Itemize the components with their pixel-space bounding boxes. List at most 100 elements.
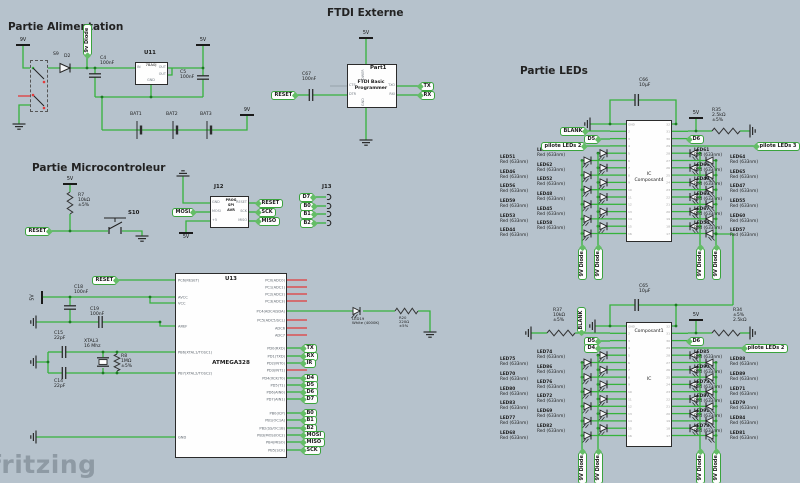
net-flag[interactable]: BLANK: [576, 307, 586, 333]
led-name: LED85: [694, 350, 710, 355]
led-driver-top-body[interactable]: [626, 120, 672, 242]
net-flag[interactable]: IR: [303, 358, 316, 368]
net-flag[interactable]: B1: [300, 209, 315, 219]
wire: [122, 230, 143, 236]
net-flag[interactable]: 9V Diode: [695, 451, 705, 483]
net-flag[interactable]: D6: [689, 336, 704, 346]
pin-label: PC1(ADC1): [265, 286, 285, 290]
ground-icon: [749, 124, 756, 138]
pin-label: 25: [666, 173, 670, 177]
led-type: Red (633nm): [694, 354, 722, 360]
led-driver-bottom-body[interactable]: [626, 322, 672, 447]
component-label: R20: [399, 315, 407, 320]
diode-icon: [59, 62, 72, 74]
net-flag[interactable]: MISO: [258, 216, 280, 226]
led-name: LED78: [694, 424, 710, 429]
net-flag[interactable]: RESET: [271, 90, 296, 100]
component-label: C18: [74, 285, 84, 290]
wire: [102, 115, 248, 131]
net-flag[interactable]: RESET: [258, 198, 283, 208]
led-type: Red (633nm): [500, 232, 528, 238]
component-label: MOSI: [212, 209, 221, 213]
pin-label: PD2(INT0): [267, 362, 286, 366]
net-flag[interactable]: BLANK: [560, 126, 586, 136]
resistor-icon: [394, 307, 419, 315]
switch-s10: [108, 221, 123, 230]
led-label: LED45 Red (633nm): [537, 207, 565, 217]
led-type: Red (633nm): [694, 413, 722, 419]
led-label: LED60 Red (633nm): [730, 214, 758, 224]
component-label: LED19: [352, 316, 365, 321]
net-flag[interactable]: pilote LEDs 3: [756, 141, 800, 151]
net-flag[interactable]: 9V Diode: [711, 451, 721, 483]
ftdi-programmer-body[interactable]: [347, 64, 397, 108]
net-flag[interactable]: 9V Diode: [593, 451, 603, 483]
switch-s9-body[interactable]: [30, 60, 48, 112]
regulator-u11-body[interactable]: [135, 62, 168, 85]
wire: [418, 310, 431, 332]
led-label: LED49 Red (633nm): [694, 177, 722, 187]
pin-label: PC2(ADC2): [265, 293, 285, 297]
pin-label: 17: [666, 434, 670, 438]
component-label: 22pF: [54, 384, 66, 389]
component-label: DTR: [349, 92, 357, 96]
pin-label: GND: [628, 324, 636, 328]
icsp-j12-body[interactable]: [210, 196, 249, 228]
net-flag[interactable]: D6: [689, 134, 704, 144]
net-flag[interactable]: D7: [303, 394, 318, 404]
led-label: LED91 Red (633nm): [694, 409, 722, 419]
component-label: IC: [646, 377, 652, 382]
power-bar: [689, 319, 703, 321]
junction-dot: [694, 331, 698, 335]
net-flag[interactable]: RESET: [25, 226, 50, 236]
net-flag[interactable]: SCK: [258, 207, 277, 217]
led-type: Red (633nm): [537, 167, 565, 173]
led-label: LED62 Red (633nm): [537, 163, 565, 173]
led-icon: [598, 177, 608, 190]
pin-label: PD1(TXD): [268, 355, 286, 359]
component-label: 100nF: [100, 61, 115, 66]
pin-label: 24: [666, 383, 670, 387]
wire: [18, 104, 30, 124]
net-flag[interactable]: 9V Diode: [577, 247, 587, 280]
net-flag[interactable]: RESET: [92, 275, 117, 285]
led-name: LED75: [500, 357, 516, 362]
net-flag[interactable]: SCK: [303, 445, 322, 455]
net-flag[interactable]: D5: [584, 134, 599, 144]
pin-label: 26: [666, 166, 670, 170]
led-name: LED88: [730, 357, 746, 362]
led-label: LED53 Red (633nm): [500, 214, 528, 224]
power-bar: [16, 44, 30, 46]
net-flag[interactable]: MOSI: [172, 207, 194, 217]
net-flag[interactable]: B2: [300, 218, 315, 228]
net-flag[interactable]: 9V Diode: [711, 247, 721, 280]
led-type: Red (633nm): [537, 225, 565, 231]
net-flag[interactable]: 9V Diode: [593, 247, 603, 280]
led-name: LED67: [694, 207, 710, 212]
component-label: GND: [147, 78, 155, 82]
led-label: LED68 Red (633nm): [500, 431, 528, 441]
net-flag[interactable]: 9V Diode: [695, 247, 705, 280]
junction-dot: [608, 122, 612, 126]
led-type: Red (633nm): [537, 152, 565, 158]
led-label: LED85 Red (633nm): [694, 350, 722, 360]
pin-label: 26: [666, 368, 670, 372]
led-type: Red (633nm): [500, 159, 528, 165]
net-flag[interactable]: D7: [299, 192, 314, 202]
atmega328-body[interactable]: [175, 273, 287, 458]
net-flag[interactable]: 9v Diode: [82, 24, 92, 56]
net-flag[interactable]: pilote LEDs 2: [744, 343, 788, 353]
net-flag[interactable]: RX: [420, 90, 435, 100]
led-name: LED65: [730, 170, 746, 175]
net-flag[interactable]: TX: [420, 81, 435, 91]
net-flag[interactable]: D4: [584, 343, 599, 353]
pin-label: 3: [628, 339, 630, 343]
net-flag[interactable]: 9V Diode: [577, 451, 587, 483]
led-icon: [582, 372, 592, 385]
component-label: C5: [180, 70, 187, 75]
junction-dot: [694, 129, 698, 133]
net-flag[interactable]: pilote LEDs 2: [541, 141, 585, 151]
led-label: LED47 Red (633nm): [730, 184, 758, 194]
pin-label: 20: [666, 412, 670, 416]
power-label: 5V: [182, 235, 190, 241]
